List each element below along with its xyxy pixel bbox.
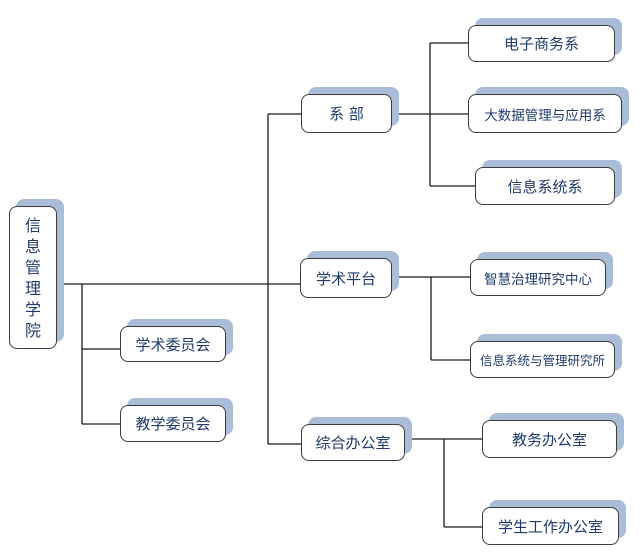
departments-node-label: 系 部	[329, 105, 364, 123]
root-node-char: 院	[24, 320, 41, 340]
root-node-char: 管	[24, 257, 41, 277]
academic-affairs-office-label: 教务办公室	[511, 430, 587, 449]
departments-node: 系 部	[301, 94, 392, 133]
root-node-char: 息	[24, 236, 41, 256]
teaching-committee-label: 教学委员会	[135, 415, 211, 433]
ecommerce-dept-label: 电子商务系	[503, 35, 579, 53]
research-institute-label: 信息系统与管理研究所	[479, 353, 605, 368]
academic-committee-label: 学术委员会	[135, 335, 211, 354]
info-systems-dept-label: 信息系统系	[507, 177, 583, 196]
root-node-char: 学	[24, 299, 41, 319]
office-node-label: 综合办公室	[315, 434, 391, 452]
big-data-dept-node: 大数据管理与应用系	[468, 94, 622, 133]
governance-center-node: 智慧治理研究中心	[470, 259, 606, 296]
academic-affairs-office-node: 教务办公室	[482, 420, 617, 458]
ecommerce-dept-node: 电子商务系	[468, 25, 615, 62]
student-affairs-office-label: 学生工作办公室	[497, 517, 603, 536]
root-node-char: 理	[24, 278, 41, 298]
governance-center-label: 智慧治理研究中心	[484, 271, 592, 288]
root-node-label: 信息管理学院	[25, 215, 41, 341]
platform-node-label: 学术平台	[315, 269, 376, 288]
office-node: 综合办公室	[301, 424, 405, 461]
platform-node: 学术平台	[300, 258, 392, 298]
root-node: 信息管理学院	[9, 206, 57, 349]
student-affairs-office-node: 学生工作办公室	[482, 507, 619, 545]
big-data-dept-label: 大数据管理与应用系	[484, 107, 606, 124]
research-institute-node: 信息系统与管理研究所	[470, 341, 615, 378]
info-systems-dept-node: 信息系统系	[475, 167, 615, 205]
teaching-committee-node: 教学委员会	[120, 405, 226, 442]
academic-committee-node: 学术委员会	[120, 326, 226, 362]
root-node-char: 信	[24, 215, 41, 235]
